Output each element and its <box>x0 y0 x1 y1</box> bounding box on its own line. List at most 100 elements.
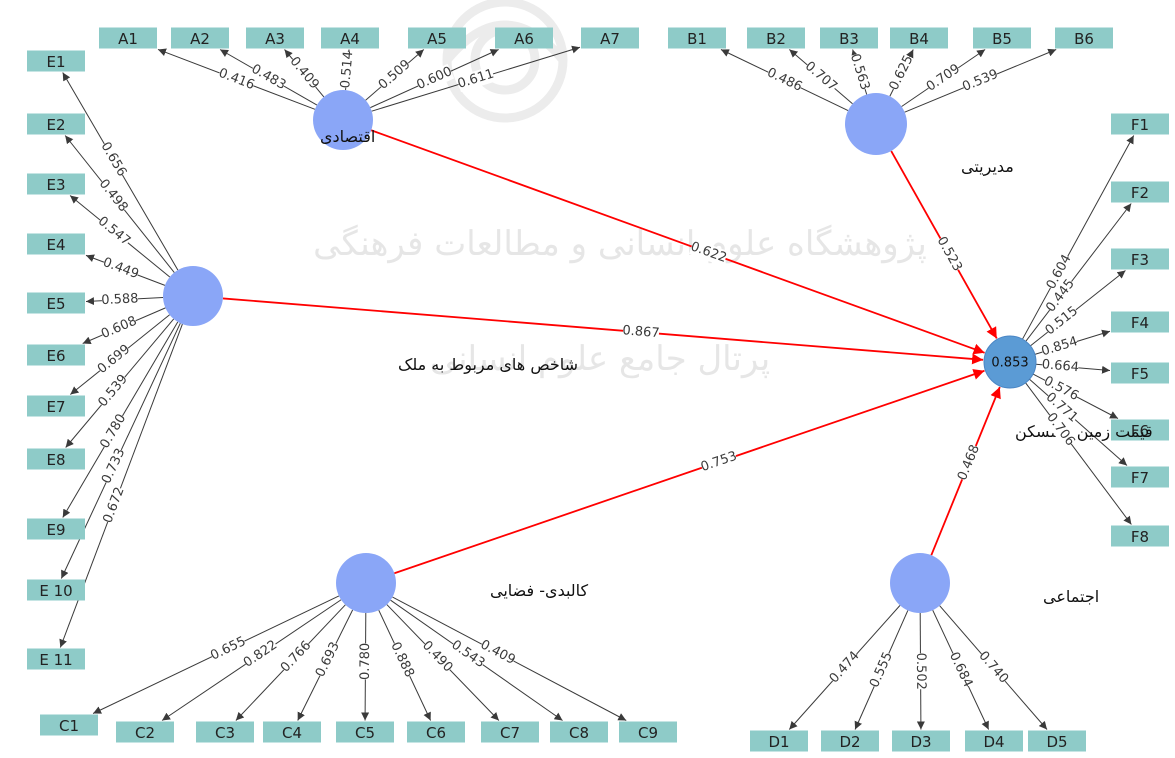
indicator-label-e1: E1 <box>46 53 65 71</box>
indicator-box-e11 <box>27 648 85 670</box>
indicator-c4: C4 <box>263 721 321 743</box>
loading-arrow-f3 <box>1030 270 1126 347</box>
loading-value-e3-bg <box>94 213 133 249</box>
loading-value-a5-bg <box>375 57 414 93</box>
indicator-label-e3: E3 <box>46 176 65 194</box>
loading-value-e9: 0.780 <box>97 412 129 452</box>
indicator-d5: D5 <box>1028 730 1086 752</box>
indicator-e7: E7 <box>27 395 85 417</box>
indicator-box-d5 <box>1028 730 1086 752</box>
path-coefficient-c-bg <box>699 448 739 476</box>
loading-value-e6: 0.608 <box>99 314 139 342</box>
indicator-box-e3 <box>27 173 85 195</box>
indicator-box-e10 <box>27 579 85 601</box>
watermark-line-1: پژوهشگاه علوم انسانی و مطالعات فرهنگی <box>313 224 927 264</box>
indicator-a3: A3 <box>246 27 304 49</box>
indicator-label-e6: E6 <box>46 347 65 365</box>
indicator-box-b5 <box>973 27 1031 49</box>
loading-value-a1-bg <box>216 65 257 94</box>
indicator-label-f8: F8 <box>1131 528 1149 546</box>
indicator-label-f3: F3 <box>1131 251 1149 269</box>
watermark-line-2: پرتال جامع علوم انسانی <box>430 339 770 379</box>
loading-value-c4: 0.693 <box>313 640 343 680</box>
indicator-e6: E6 <box>27 344 85 366</box>
path-coefficient-a-bg <box>688 238 729 267</box>
indicator-e5: E5 <box>27 292 85 314</box>
loading-value-e10-bg <box>98 446 129 486</box>
indicator-box-a5 <box>408 27 466 49</box>
loading-value-b2: 0.707 <box>802 59 840 95</box>
loading-value-e9-bg <box>97 411 130 451</box>
indicator-label-a5: A5 <box>427 30 447 48</box>
loading-arrow-f7 <box>1029 378 1128 466</box>
loading-arrows <box>59 45 1135 730</box>
indicator-box-e4 <box>27 233 85 255</box>
loading-value-d5-bg <box>975 648 1012 687</box>
path-arrow-e-to-f <box>222 297 984 365</box>
construct-circle-a <box>313 90 373 150</box>
indicator-f7: F7 <box>1111 466 1169 488</box>
loading-value-e7: 0.699 <box>95 342 133 377</box>
construct-label-e: شاخص های مربوط به ملک <box>398 355 578 375</box>
indicator-c9: C9 <box>619 721 677 743</box>
indicator-box-e6 <box>27 344 85 366</box>
loading-value-c4-bg <box>312 639 344 680</box>
indicator-a4: A4 <box>321 27 379 49</box>
loading-value-e4: 0.449 <box>101 255 141 282</box>
path-coefficient-c: 0.753 <box>699 449 739 475</box>
loading-value-e6-bg <box>99 313 139 343</box>
indicator-label-e5: E5 <box>46 295 65 313</box>
indicator-label-a7: A7 <box>600 30 620 48</box>
construct-circle-f <box>983 335 1037 389</box>
indicator-label-b6: B6 <box>1074 30 1094 48</box>
indicator-box-a2 <box>171 27 229 49</box>
indicator-box-a3 <box>246 27 304 49</box>
loading-value-a2-bg <box>248 61 289 94</box>
indicator-label-f7: F7 <box>1131 469 1149 487</box>
loading-value-e7-bg <box>94 341 134 377</box>
loading-value-b4: 0.625 <box>887 53 917 93</box>
indicator-box-f8 <box>1111 525 1169 547</box>
indicator-f5: F5 <box>1111 362 1169 384</box>
loading-value-a6: 0.600 <box>414 64 454 93</box>
indicator-label-d2: D2 <box>839 733 860 751</box>
loading-value-f7-bg <box>1042 389 1081 426</box>
loading-value-f8-bg <box>1043 410 1078 449</box>
indicator-box-c1 <box>40 714 98 736</box>
loading-value-a7-bg <box>456 66 496 93</box>
loading-value-b1-bg <box>764 65 805 96</box>
indicator-box-b1 <box>668 27 726 49</box>
loading-value-d1-bg <box>826 648 863 687</box>
indicator-box-b4 <box>890 27 948 49</box>
indicator-f3: F3 <box>1111 248 1169 270</box>
indicator-label-b4: B4 <box>909 30 929 48</box>
loading-value-e3: 0.547 <box>95 214 133 249</box>
loading-value-d3-bg <box>912 653 929 690</box>
indicator-box-f7 <box>1111 466 1169 488</box>
indicator-label-c4: C4 <box>282 724 302 742</box>
indicator-b6: B6 <box>1055 27 1113 49</box>
indicator-f2: F2 <box>1111 181 1169 203</box>
indicator-box-c3 <box>196 721 254 743</box>
indicator-e1: E1 <box>27 50 85 72</box>
indicator-label-f5: F5 <box>1131 365 1149 383</box>
indicator-label-f1: F1 <box>1131 116 1149 134</box>
construct-label-d: اجتماعی <box>1043 587 1099 606</box>
indicator-box-e8 <box>27 448 85 470</box>
indicator-box-d3 <box>892 730 950 752</box>
indicator-label-c7: C7 <box>500 724 520 742</box>
loading-value-e1: 0.656 <box>98 140 130 180</box>
loading-value-e2-bg <box>95 176 131 215</box>
indicator-box-e2 <box>27 113 85 135</box>
indicator-f8: F8 <box>1111 525 1169 547</box>
loading-value-d1: 0.474 <box>827 649 863 687</box>
indicator-label-f6: F6 <box>1131 422 1149 440</box>
path-coefficient-b: 0.523 <box>934 234 965 274</box>
indicator-f6: F6 <box>1111 419 1169 441</box>
indicator-label-c5: C5 <box>355 724 375 742</box>
indicator-label-f2: F2 <box>1131 184 1149 202</box>
indicator-label-c1: C1 <box>59 717 79 735</box>
indicator-label-a2: A2 <box>190 30 210 48</box>
